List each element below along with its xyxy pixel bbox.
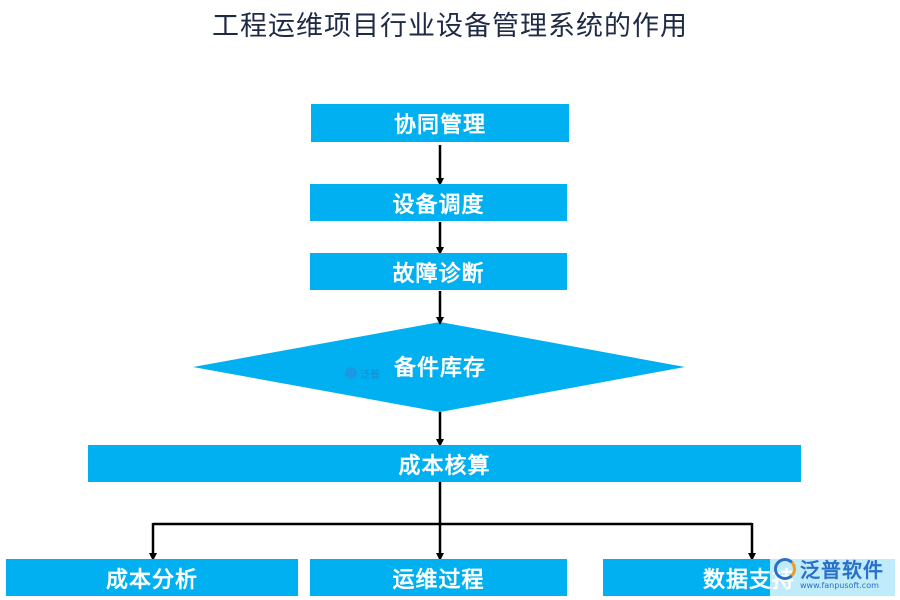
brand-logo-icon xyxy=(774,558,796,580)
dispatch-box: 设备调度 xyxy=(310,184,567,221)
cost-accounting-label: 成本核算 xyxy=(398,452,491,479)
page-title: 工程运维项目行业设备管理系统的作用 xyxy=(212,11,688,42)
brand-logo: 泛普软件 www.fanpusoft.com xyxy=(770,552,898,598)
ops-process-box: 运维过程 xyxy=(310,559,567,596)
brand-url: www.fanpusoft.com xyxy=(800,581,879,590)
watermark-center-text: 泛普 xyxy=(360,369,380,381)
spare-parts-diamond xyxy=(193,322,685,412)
collab-label: 协同管理 xyxy=(393,112,486,138)
collab-box: 协同管理 xyxy=(311,104,569,142)
dispatch-label: 设备调度 xyxy=(392,191,485,218)
cost-analysis-label: 成本分析 xyxy=(105,566,198,593)
cost-accounting-box: 成本核算 xyxy=(88,445,801,482)
diagnosis-label: 故障诊断 xyxy=(392,260,485,287)
diagnosis-box: 故障诊断 xyxy=(310,253,567,290)
ops-process-label: 运维过程 xyxy=(392,566,485,593)
center-watermark: 泛普 xyxy=(345,362,397,384)
brand-name: 泛普软件 xyxy=(800,558,884,582)
watermark-globe-icon xyxy=(345,367,357,379)
cost-analysis-box: 成本分析 xyxy=(6,559,298,596)
spare-parts-label: 备件库存 xyxy=(393,355,486,381)
